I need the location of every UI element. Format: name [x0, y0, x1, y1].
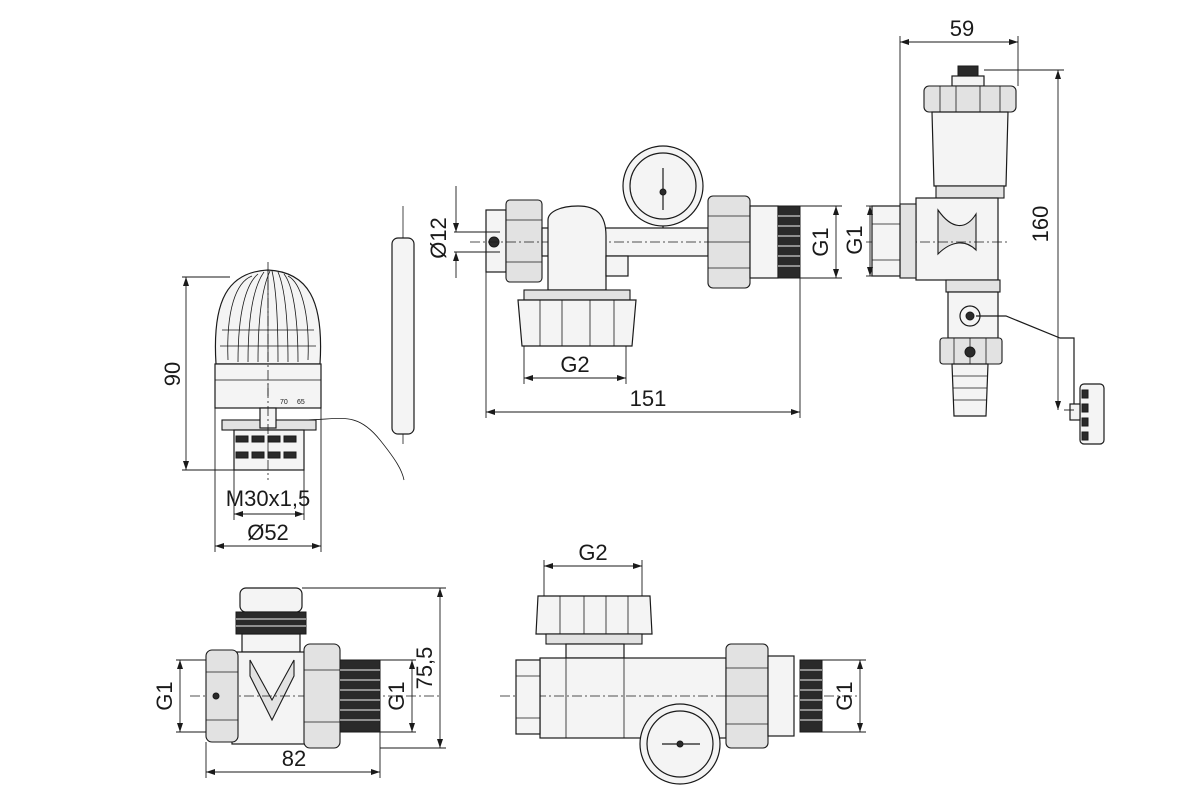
label-g1-bottom: G1 — [832, 681, 857, 710]
dimension-g1-valve-right: G1 — [380, 659, 416, 733]
dimension-160: 160 — [984, 69, 1074, 411]
thermostatic-head: 65 70 — [214, 206, 415, 481]
dimension-g1-bottom: G1 — [822, 659, 866, 733]
label-g2-top: G2 — [560, 352, 589, 377]
label-151: 151 — [630, 386, 667, 411]
label-g1-valve-right: G1 — [384, 681, 409, 710]
scale-mark-70: 70 — [280, 399, 288, 406]
dimension-151: 151 — [485, 272, 801, 418]
air-vent-group — [866, 65, 1105, 445]
label-160: 160 — [1028, 206, 1053, 243]
label-g1-valve-left: G1 — [152, 681, 177, 710]
gauge-tee-bottom — [500, 595, 860, 785]
gauge-tee-top — [470, 145, 801, 347]
label-m30: M30x1,5 — [226, 486, 310, 511]
label-g1-top: G1 — [808, 227, 833, 256]
dimension-75-5: 75,5 — [302, 587, 446, 749]
dimension-g2-bottom: G2 — [543, 540, 643, 596]
label-d52: Ø52 — [247, 520, 289, 545]
dimension-g1-valve-left: G1 — [152, 659, 206, 733]
dimension-82: 82 — [205, 732, 381, 778]
dimension-g1-vent: G1 — [842, 205, 873, 277]
dimension-90: 90 — [160, 276, 234, 471]
label-d12: Ø12 — [426, 217, 451, 259]
label-82: 82 — [282, 746, 306, 771]
label-75-5: 75,5 — [412, 647, 437, 690]
dimension-m30: M30x1,5 — [226, 470, 310, 520]
dimension-d12: Ø12 — [426, 186, 500, 278]
dimension-59: 59 — [899, 16, 1019, 204]
dimension-g1-top: G1 — [800, 205, 842, 279]
dimension-g2-top: G2 — [523, 346, 627, 384]
scale-mark-65: 65 — [297, 399, 305, 406]
label-g2-bottom: G2 — [578, 540, 607, 565]
radiator-valve — [190, 587, 440, 749]
label-g1-vent: G1 — [842, 225, 867, 254]
dimension-d52: Ø52 — [214, 408, 322, 552]
label-59: 59 — [950, 16, 974, 41]
label-90: 90 — [160, 362, 185, 386]
